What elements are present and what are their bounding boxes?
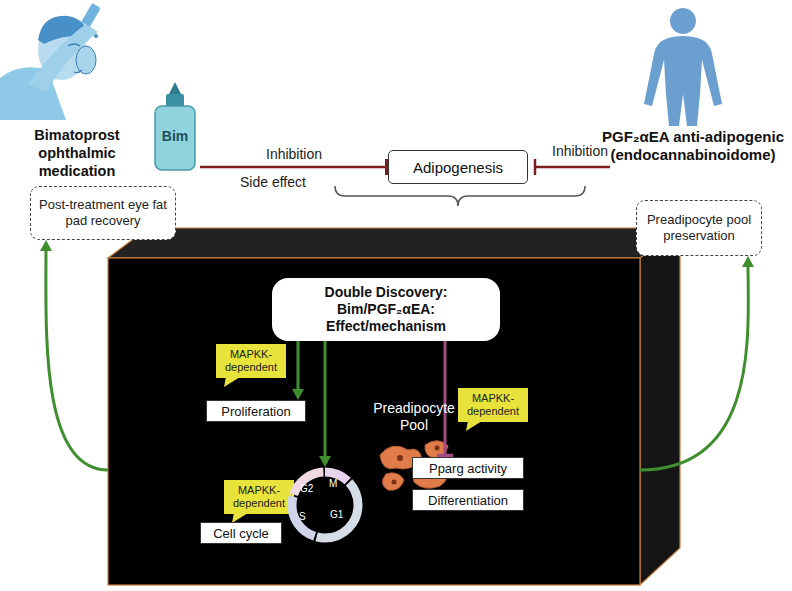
connector-line: [200, 166, 387, 169]
phase-label: S: [299, 511, 306, 523]
phase-label: G2: [300, 483, 313, 495]
bracket: [335, 186, 585, 206]
node-text: Differentiation: [428, 493, 508, 508]
bottle-tip: [169, 82, 181, 94]
black-cube: [108, 228, 680, 585]
cycle-phase: [292, 472, 358, 538]
free-label: Bimatoprost ophthalmic medication: [2, 126, 152, 180]
node-text: Post-treatment eye fat pad recovery: [37, 197, 169, 229]
arrowhead: [40, 240, 52, 251]
edge-label: Inhibition: [266, 146, 322, 162]
process-box: Adipogenesis: [388, 150, 528, 184]
callout-text: MAPKK-dependent: [227, 484, 291, 510]
phase-label: G1: [330, 509, 343, 521]
human-silhouette: [644, 8, 722, 126]
process-box: Differentiation: [412, 489, 524, 511]
bottle-label: Bim: [150, 128, 200, 144]
node-text: Proliferation: [221, 404, 290, 419]
process-box: Proliferation: [206, 400, 306, 422]
connector: [292, 341, 304, 400]
callout-fill: [224, 480, 294, 514]
outcome-box: Post-treatment eye fat pad recovery: [30, 186, 176, 240]
connector-line: [297, 341, 300, 391]
free-label: Inhibition: [552, 143, 608, 159]
cycle-phase: [292, 472, 358, 538]
connector: [40, 240, 108, 470]
callout-box: MAPKK-dependent: [224, 480, 294, 514]
cycle-phase: [292, 472, 358, 538]
connector-line: [324, 341, 327, 458]
connector-line: [46, 249, 108, 470]
cell-cycle-ring: G2 M S G1: [287, 467, 363, 543]
process-box: Cell cycle: [200, 522, 282, 544]
callout-fill: [458, 388, 528, 422]
eye-drop-bottle: Bim: [150, 80, 200, 172]
connector-line: [444, 341, 447, 456]
callout-fill: [216, 344, 286, 378]
connector: [640, 256, 754, 470]
callout-text: MAPKK-dependent: [219, 348, 283, 374]
discovery-box: Double Discovery: Bim/PGF₂αEA: Effect/me…: [272, 278, 500, 341]
man-with-eye-drops: [0, 3, 101, 120]
arrowhead: [292, 389, 304, 400]
cycle-phase: [292, 472, 358, 538]
free-label: PGF₂αEA anti-adipogenic (endocannabinoid…: [596, 128, 790, 164]
callout-tail: [466, 421, 482, 431]
callout-tail: [224, 377, 240, 387]
node-text: Adipogenesis: [413, 159, 503, 176]
connector: [319, 341, 331, 467]
connector: [437, 341, 453, 456]
node-text: Cell cycle: [213, 526, 269, 541]
arrowhead: [742, 256, 754, 267]
arrowhead: [319, 456, 331, 467]
node-text: Pparg activity: [429, 461, 507, 476]
node-text: Double Discovery: Bim/PGF₂αEA: Effect/me…: [282, 284, 490, 335]
node-text: Preadipocyte pool preservation: [643, 212, 755, 244]
callout-box: MAPKK-dependent: [216, 344, 286, 378]
free-label: Side effect: [240, 174, 306, 190]
cube-panel: Preadipocyte Pool Double Discovery: Bim/P…: [108, 258, 640, 585]
bottle-drawing: [150, 80, 200, 172]
callout-text: MAPKK-dependent: [461, 392, 525, 418]
bottle-cap: [166, 94, 184, 107]
outcome-box: Preadipocyte pool preservation: [636, 200, 762, 256]
process-box: Pparg activity: [412, 457, 524, 479]
callout-box: MAPKK-dependent: [458, 388, 528, 422]
ring-drawing: [287, 467, 363, 543]
inhibition-line: [535, 159, 610, 175]
phase-label: M: [329, 478, 337, 490]
connector-line: [640, 265, 748, 470]
pool-label: Preadipocyte Pool: [364, 400, 464, 434]
